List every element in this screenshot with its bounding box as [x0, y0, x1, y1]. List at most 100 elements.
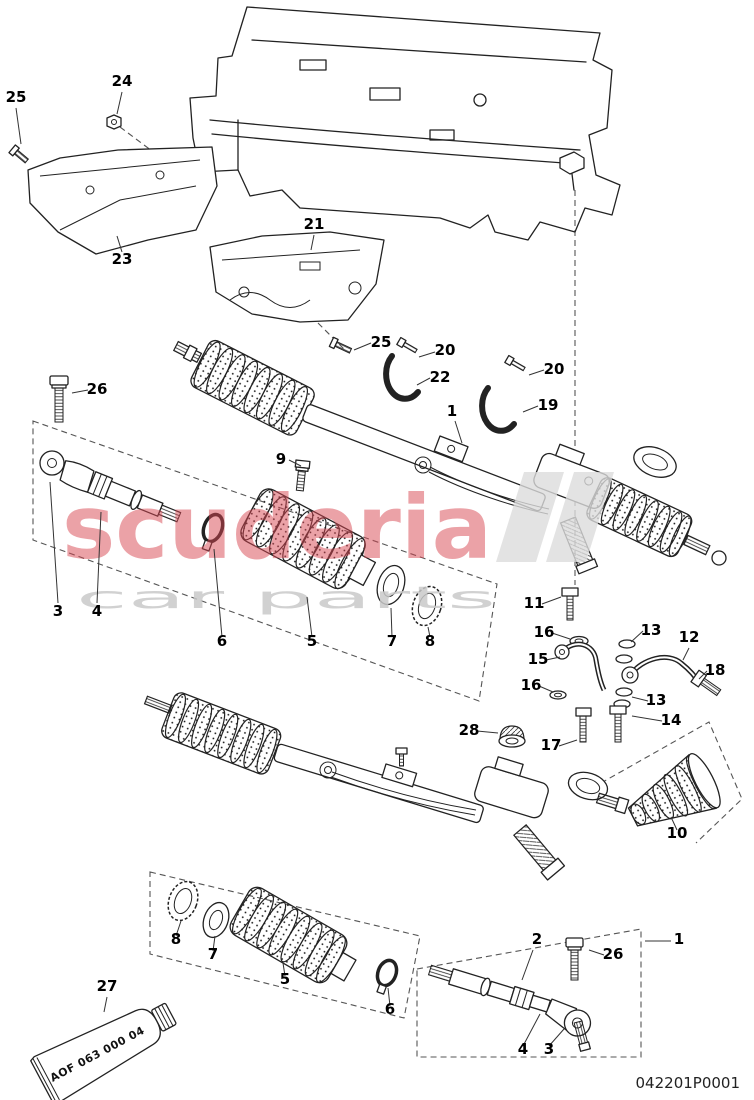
- callout-leader: [548, 1028, 565, 1047]
- tie-rod-assembly-lower: [167, 880, 592, 1052]
- watermark-subtitle: car parts: [76, 581, 496, 616]
- part-callout-26: 26: [87, 380, 108, 398]
- part-callout-19: 19: [538, 396, 559, 414]
- callout-leader: [670, 816, 678, 831]
- steering-rack-lower: [143, 692, 630, 881]
- callout-leader: [630, 630, 644, 643]
- callout-leader: [387, 987, 391, 1007]
- callout-leader: [103, 996, 108, 1013]
- part-callout-15: 15: [528, 650, 549, 668]
- boot-5-lower: [229, 886, 357, 984]
- callout-leader: [71, 389, 89, 394]
- part-callout-11: 11: [524, 594, 545, 612]
- callout-leader: [390, 607, 393, 638]
- callout-leader: [631, 715, 663, 722]
- steering-rack-upper: [172, 339, 727, 575]
- part-callout-20: 20: [544, 360, 565, 378]
- bolt-26-lower: [565, 937, 584, 981]
- part-callout-17: 17: [541, 736, 562, 754]
- callout-leader: [282, 962, 286, 977]
- part-callout-4: 4: [518, 1040, 528, 1058]
- heat-shield-21: [209, 231, 385, 323]
- grease-tube-27: AOF 063 000 04: [30, 1002, 177, 1100]
- callout-leader: [522, 1013, 541, 1047]
- callout-leaders: [15, 91, 708, 1047]
- callout-leader: [538, 685, 554, 693]
- callout-leader: [310, 234, 315, 251]
- part-callout-20: 20: [435, 341, 456, 359]
- bolt-26-upper: [49, 375, 69, 423]
- part-callout-25: 25: [371, 333, 392, 351]
- callout-leader: [427, 626, 431, 638]
- part-callout-1: 1: [447, 402, 457, 420]
- callout-leader: [49, 481, 59, 604]
- part-callout-6: 6: [217, 632, 227, 650]
- callout-leader: [213, 548, 223, 638]
- callout-leader: [545, 656, 561, 661]
- part-callout-18: 18: [705, 661, 726, 679]
- screw-20-right: [504, 354, 526, 372]
- screw-25-left: [8, 144, 30, 164]
- rack-lower-boot-left: [161, 692, 282, 775]
- screw-25-mid: [328, 336, 353, 354]
- tie-rod-assembly-upper: [39, 450, 443, 627]
- screw-20-left: [396, 336, 418, 354]
- part-callout-21: 21: [304, 215, 325, 233]
- callout-leader: [15, 107, 22, 145]
- part-callout-16: 16: [534, 623, 555, 641]
- callout-leader: [116, 235, 123, 253]
- callout-leader: [588, 949, 605, 956]
- part-callout-22: 22: [430, 368, 451, 386]
- part-callout-13: 13: [646, 691, 667, 709]
- boot-5-upper: [240, 488, 377, 590]
- part-callout-10: 10: [667, 824, 688, 842]
- callout-leader: [698, 670, 708, 680]
- panel-stud: [559, 151, 585, 175]
- part-callout-14: 14: [661, 711, 682, 729]
- callout-leader: [476, 730, 499, 734]
- part-callout-26: 26: [603, 945, 624, 963]
- callout-leader: [306, 596, 313, 638]
- callout-leader: [416, 377, 431, 386]
- part-callout-13: 13: [641, 621, 662, 639]
- watermark-slash-1: [496, 472, 564, 562]
- heat-shield-23: [27, 146, 218, 255]
- clamp-19: [479, 385, 517, 434]
- part-callout-27: 27: [97, 977, 118, 995]
- rack-boot-left: [190, 339, 315, 436]
- part-callout-1: 1: [674, 930, 684, 948]
- watermark-slash-2: [546, 472, 614, 562]
- part-callout-3: 3: [53, 602, 63, 620]
- part-callout-25: 25: [6, 88, 27, 106]
- part-callout-5: 5: [280, 970, 290, 988]
- hydraulic-fittings: [498, 587, 722, 748]
- part-callout-24: 24: [112, 72, 133, 90]
- part-callout-8: 8: [171, 930, 181, 948]
- callout-leader: [96, 511, 102, 604]
- part-callout-4: 4: [92, 602, 102, 620]
- body-panel: [189, 6, 621, 241]
- callout-leader: [116, 91, 123, 115]
- clamp-22: [383, 353, 421, 402]
- callout-leader: [682, 647, 690, 661]
- bolt-9: [294, 459, 311, 492]
- callout-leader: [212, 935, 216, 952]
- nut-24: [106, 114, 122, 130]
- callout-leader: [558, 739, 578, 747]
- diagram-code: 042201P0001: [636, 1074, 740, 1092]
- watermark: scuderia car parts: [62, 472, 614, 616]
- watermark-brand: scuderia: [62, 476, 492, 579]
- part-callout-28: 28: [459, 721, 480, 739]
- cap-28: [498, 725, 526, 748]
- callout-leader: [454, 420, 463, 444]
- callout-leader: [541, 596, 562, 605]
- part-callout-5: 5: [307, 632, 317, 650]
- part-callout-12: 12: [679, 628, 700, 646]
- callout-leader: [288, 459, 302, 467]
- boot-10: [627, 752, 721, 827]
- callout-leader: [551, 632, 571, 640]
- callout-leader: [528, 369, 545, 376]
- part-callout-2: 2: [532, 930, 542, 948]
